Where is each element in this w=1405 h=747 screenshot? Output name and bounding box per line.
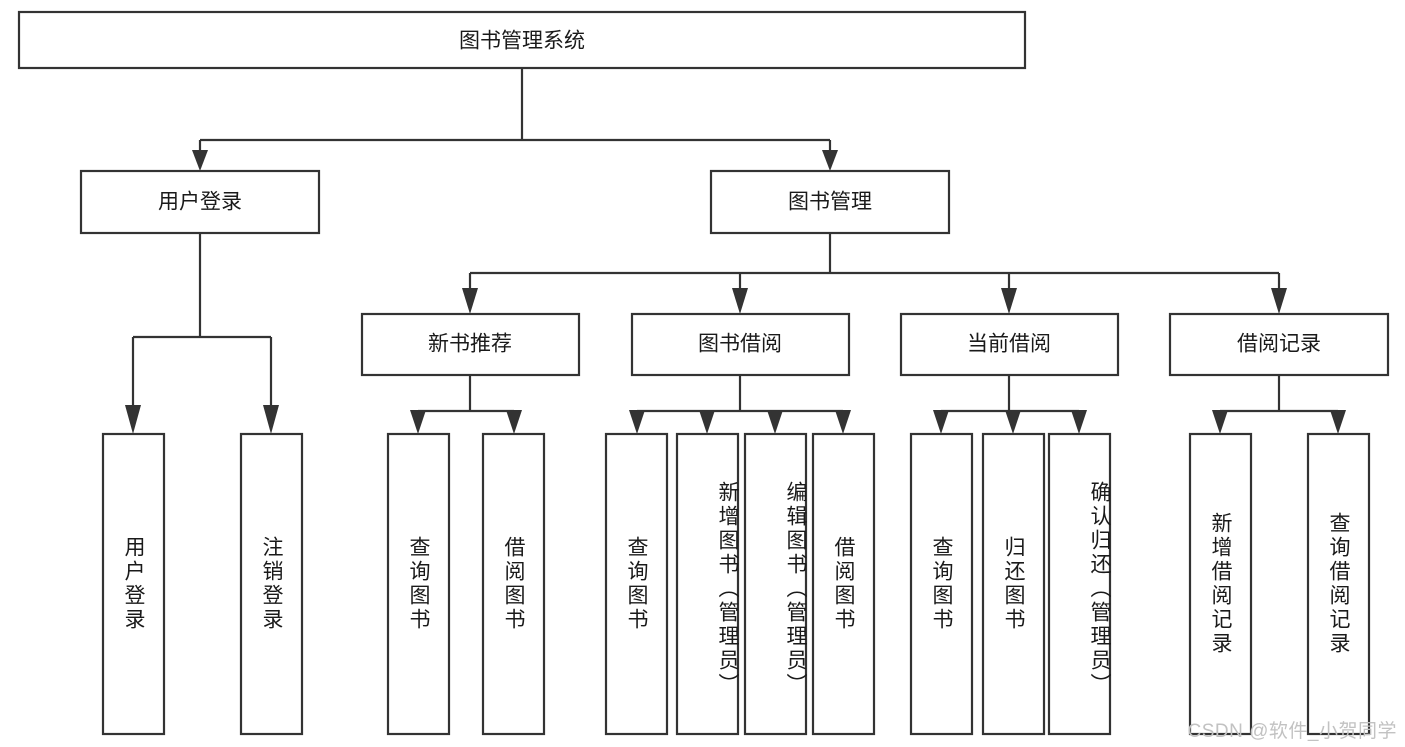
- arrow-newbook-leaf-2: [506, 410, 522, 434]
- arrow-userlogin-leaf-2: [263, 405, 279, 434]
- arrow-borrow-leaf-4: [835, 410, 851, 434]
- node-borrowing-record-box[interactable]: [1168, 312, 1390, 377]
- leaf-box-confirm-return[interactable]: [1047, 432, 1112, 736]
- leaf-box-add-book-admin[interactable]: [675, 432, 740, 736]
- arrow-newbook-leaf-1: [410, 410, 426, 434]
- node-root[interactable]: 图书管理系统: [17, 10, 1027, 70]
- node-borrowing-record-label: 借阅记录: [1237, 333, 1321, 356]
- node-book-management-box[interactable]: [709, 169, 951, 235]
- node-book-management[interactable]: 图书管理: [709, 169, 951, 235]
- leaf-box-query-book-3[interactable]: [909, 432, 974, 736]
- node-new-book-recommendation-box[interactable]: [360, 312, 581, 377]
- leaf-box-user-login[interactable]: [101, 432, 166, 736]
- arrow-borrow-leaf-2: [699, 410, 715, 434]
- leaf-box-add-record[interactable]: [1188, 432, 1253, 736]
- arrow-bookmgmt-to-newbook: [462, 288, 478, 314]
- node-current-borrowing-label: 当前借阅: [967, 333, 1051, 356]
- arrow-borrow-leaf-3: [767, 410, 783, 434]
- arrow-current-leaf-1: [933, 410, 949, 434]
- node-new-book-recommendation[interactable]: 新书推荐: [360, 312, 581, 377]
- node-root-label: 图书管理系统: [459, 30, 585, 53]
- leaf-box-edit-book-admin[interactable]: [743, 432, 808, 736]
- leaf-box-borrow-book-1[interactable]: [481, 432, 546, 736]
- arrow-bookmgmt-to-current: [1001, 288, 1017, 314]
- node-book-management-label: 图书管理: [788, 191, 872, 214]
- leaf-nodes-group: [101, 432, 1371, 736]
- arrow-record-leaf-2: [1330, 410, 1346, 434]
- node-user-login[interactable]: 用户登录: [79, 169, 321, 235]
- connectors-group: [125, 68, 1346, 434]
- node-user-login-label: 用户登录: [158, 191, 242, 214]
- node-root-box[interactable]: [17, 10, 1027, 70]
- leaf-box-query-book-1[interactable]: [386, 432, 451, 736]
- arrow-bookmgmt-to-record: [1271, 288, 1287, 314]
- arrow-root-to-user-login: [192, 150, 208, 171]
- arrow-userlogin-leaf-1: [125, 405, 141, 434]
- csdn-watermark: CSDN @软件_小贺同学: [1187, 721, 1397, 742]
- leaf-box-query-record[interactable]: [1306, 432, 1371, 736]
- arrow-bookmgmt-to-borrow: [732, 288, 748, 314]
- leaf-box-return-book[interactable]: [981, 432, 1046, 736]
- node-borrowing-record[interactable]: 借阅记录: [1168, 312, 1390, 377]
- node-book-borrowing-label: 图书借阅: [698, 333, 782, 356]
- arrow-borrow-leaf-1: [629, 410, 645, 434]
- node-new-book-recommendation-label: 新书推荐: [428, 333, 512, 356]
- arrow-current-leaf-3: [1071, 410, 1087, 434]
- leaf-box-borrow-book-2[interactable]: [811, 432, 876, 736]
- node-current-borrowing[interactable]: 当前借阅: [899, 312, 1120, 377]
- node-current-borrowing-box[interactable]: [899, 312, 1120, 377]
- arrow-record-leaf-1: [1212, 410, 1228, 434]
- leaf-box-query-book-2[interactable]: [604, 432, 669, 736]
- leaf-box-logout-login[interactable]: [239, 432, 304, 736]
- node-book-borrowing-box[interactable]: [630, 312, 851, 377]
- arrow-root-to-book-mgmt: [822, 150, 838, 171]
- node-user-login-box[interactable]: [79, 169, 321, 235]
- arrow-current-leaf-2: [1005, 410, 1021, 434]
- node-book-borrowing[interactable]: 图书借阅: [630, 312, 851, 377]
